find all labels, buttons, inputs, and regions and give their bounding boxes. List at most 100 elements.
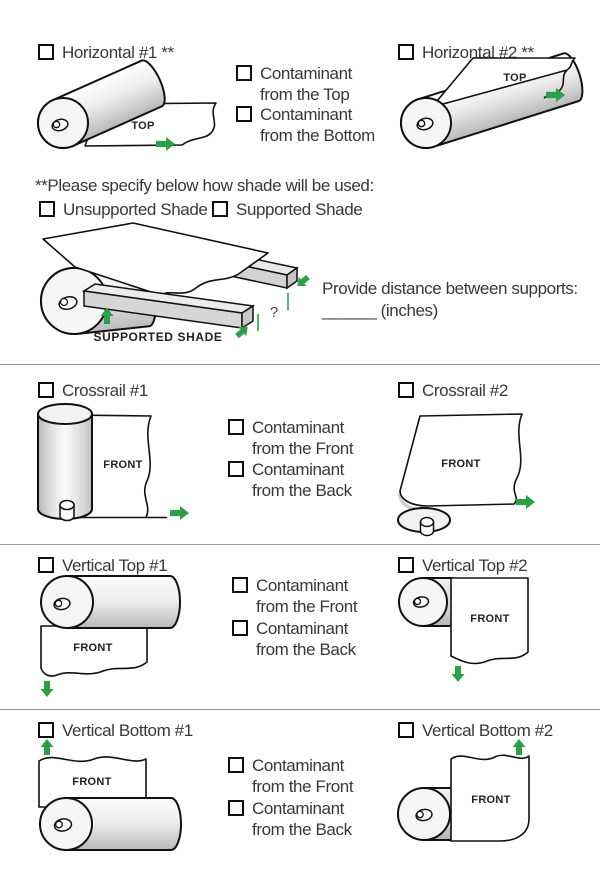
crossrail-2-checkbox[interactable] [398, 382, 414, 398]
supported-shade-caption: SUPPORTED SHADE [93, 330, 222, 344]
vertical-top-1-option[interactable]: Vertical Top #1 [38, 555, 168, 576]
shade-sheet [399, 413, 523, 507]
vertical-top-contaminant-back-option[interactable]: Contaminant from the Back [232, 618, 374, 660]
crossrail-2-diagram: FRONT [397, 413, 535, 537]
vertical-bottom-2-diagram: FRONT [397, 739, 530, 842]
direction-arrow-icon [546, 88, 565, 102]
contaminant-bottom-option[interactable]: Contaminant from the Bottom [236, 104, 378, 146]
vertical-bottom-1-label: Vertical Bottom #1 [62, 721, 193, 740]
surface-label: FRONT [72, 776, 111, 788]
front-support-rail [81, 283, 256, 330]
roll-core-hole [415, 808, 433, 822]
distance-prompt: Provide distance between supports: [322, 279, 578, 298]
shade-sheet [450, 754, 530, 842]
crossrail-1-option[interactable]: Crossrail #1 [38, 380, 148, 401]
vertical-bottom-1-diagram: FRONT [38, 739, 182, 851]
vertical-bottom-contaminant-front-checkbox[interactable] [228, 757, 244, 773]
vertical-top-1-label: Vertical Top #1 [62, 556, 168, 575]
supported-shade-checkbox[interactable] [212, 201, 228, 217]
shade-sheet [38, 756, 147, 808]
crossrail-2-option[interactable]: Crossrail #2 [398, 380, 508, 401]
up-arrow-icon [512, 739, 526, 755]
distance-blank-field[interactable]: ______ (inches) [322, 301, 438, 320]
down-arrow-icon [40, 681, 54, 697]
horizontal-2-checkbox[interactable] [398, 44, 414, 60]
contaminant-bottom-label: Contaminant from the Bottom [260, 105, 375, 145]
horizontal-1-option[interactable]: Horizontal #1 ** [38, 42, 174, 63]
roll-core-hole [51, 118, 69, 132]
distance-note: Provide distance between supports: _____… [322, 278, 590, 322]
unsupported-shade-checkbox[interactable] [39, 201, 55, 217]
distance-question-mark: ? [270, 304, 278, 321]
horizontal-2-diagram: TOP [400, 52, 584, 149]
direction-arrow-icon [516, 495, 535, 509]
surface-label: FRONT [103, 459, 142, 471]
vertical-top-2-checkbox[interactable] [398, 557, 414, 573]
roll-core-hole [58, 296, 78, 310]
vertical-bottom-1-checkbox[interactable] [38, 722, 54, 738]
supported-shade-label: Supported Shade [236, 200, 363, 219]
roll-core-hole [412, 596, 430, 608]
up-arrow-icon [100, 308, 114, 324]
crossrail-contaminant-back-checkbox[interactable] [228, 461, 244, 477]
roll-top-face [37, 403, 93, 425]
vertical-top-contaminant-front-option[interactable]: Contaminant from the Front [232, 575, 374, 617]
supported-shade-option[interactable]: Supported Shade [212, 199, 363, 220]
roll-core-hole [53, 597, 71, 611]
vertical-bottom-contaminant-front-option[interactable]: Contaminant from the Front [228, 755, 370, 797]
crossrail-contaminant-front-label: Contaminant from the Front [252, 418, 354, 458]
contaminant-top-label: Contaminant from the Top [260, 64, 352, 104]
contaminant-top-option[interactable]: Contaminant from the Top [236, 63, 378, 105]
vertical-bottom-1-option[interactable]: Vertical Bottom #1 [38, 720, 193, 741]
crossrail-contaminant-back-option[interactable]: Contaminant from the Back [228, 459, 370, 501]
contaminant-bottom-checkbox[interactable] [236, 106, 252, 122]
vertical-bottom-contaminant-back-checkbox[interactable] [228, 800, 244, 816]
crossrail-contaminant-front-option[interactable]: Contaminant from the Front [228, 417, 370, 459]
up-arrow-icon [40, 739, 54, 755]
vertical-bottom-contaminant-front-label: Contaminant from the Front [252, 756, 354, 796]
crossrail-2-label: Crossrail #2 [422, 381, 508, 400]
crossrail-contaminant-front-checkbox[interactable] [228, 419, 244, 435]
surface-label: FRONT [73, 642, 112, 654]
contaminant-top-checkbox[interactable] [236, 65, 252, 81]
roll-core-hole [59, 499, 75, 522]
horizontal-1-diagram: TOP [37, 59, 217, 151]
surface-label: FRONT [441, 458, 480, 470]
shade-sheet [450, 577, 529, 665]
vertical-top-contaminant-front-label: Contaminant from the Front [256, 576, 358, 616]
vertical-bottom-2-option[interactable]: Vertical Bottom #2 [398, 720, 553, 741]
roll-body [65, 797, 182, 851]
vertical-top-1-diagram: FRONT [40, 575, 181, 697]
vertical-bottom-contaminant-back-option[interactable]: Contaminant from the Back [228, 798, 370, 840]
measure-arrow-icon [235, 326, 248, 339]
down-arrow-icon [451, 666, 465, 682]
measure-arrow-icon [297, 274, 310, 287]
crossrail-1-label: Crossrail #1 [62, 381, 148, 400]
shade-sheet [40, 625, 148, 677]
roll-core-hole [416, 117, 434, 131]
horizontal-1-label: Horizontal #1 ** [62, 43, 174, 62]
vertical-top-contaminant-back-checkbox[interactable] [232, 620, 248, 636]
shade-sheet [431, 57, 576, 108]
vertical-bottom-2-label: Vertical Bottom #2 [422, 721, 553, 740]
direction-arrow-icon [170, 506, 189, 520]
vertical-top-1-checkbox[interactable] [38, 557, 54, 573]
vertical-bottom-contaminant-back-label: Contaminant from the Back [252, 799, 352, 839]
direction-arrow-icon [156, 137, 175, 151]
supported-shade-diagram: SUPPORTED SHADE ? [40, 222, 310, 344]
vertical-top-2-option[interactable]: Vertical Top #2 [398, 555, 528, 576]
crossrail-1-checkbox[interactable] [38, 382, 54, 398]
unsupported-shade-option[interactable]: Unsupported Shade [39, 199, 208, 220]
vertical-top-contaminant-front-checkbox[interactable] [232, 577, 248, 593]
usage-instruction: **Please specify below how shade will be… [35, 176, 374, 195]
vertical-top-contaminant-back-label: Contaminant from the Back [256, 619, 356, 659]
section-divider [0, 544, 600, 545]
surface-label: TOP [131, 120, 154, 132]
surface-label: FRONT [470, 613, 509, 625]
horizontal-1-checkbox[interactable] [38, 44, 54, 60]
vertical-bottom-2-checkbox[interactable] [398, 722, 414, 738]
surface-label: FRONT [471, 794, 510, 806]
section-divider [0, 364, 600, 365]
unsupported-shade-label: Unsupported Shade [63, 200, 208, 219]
